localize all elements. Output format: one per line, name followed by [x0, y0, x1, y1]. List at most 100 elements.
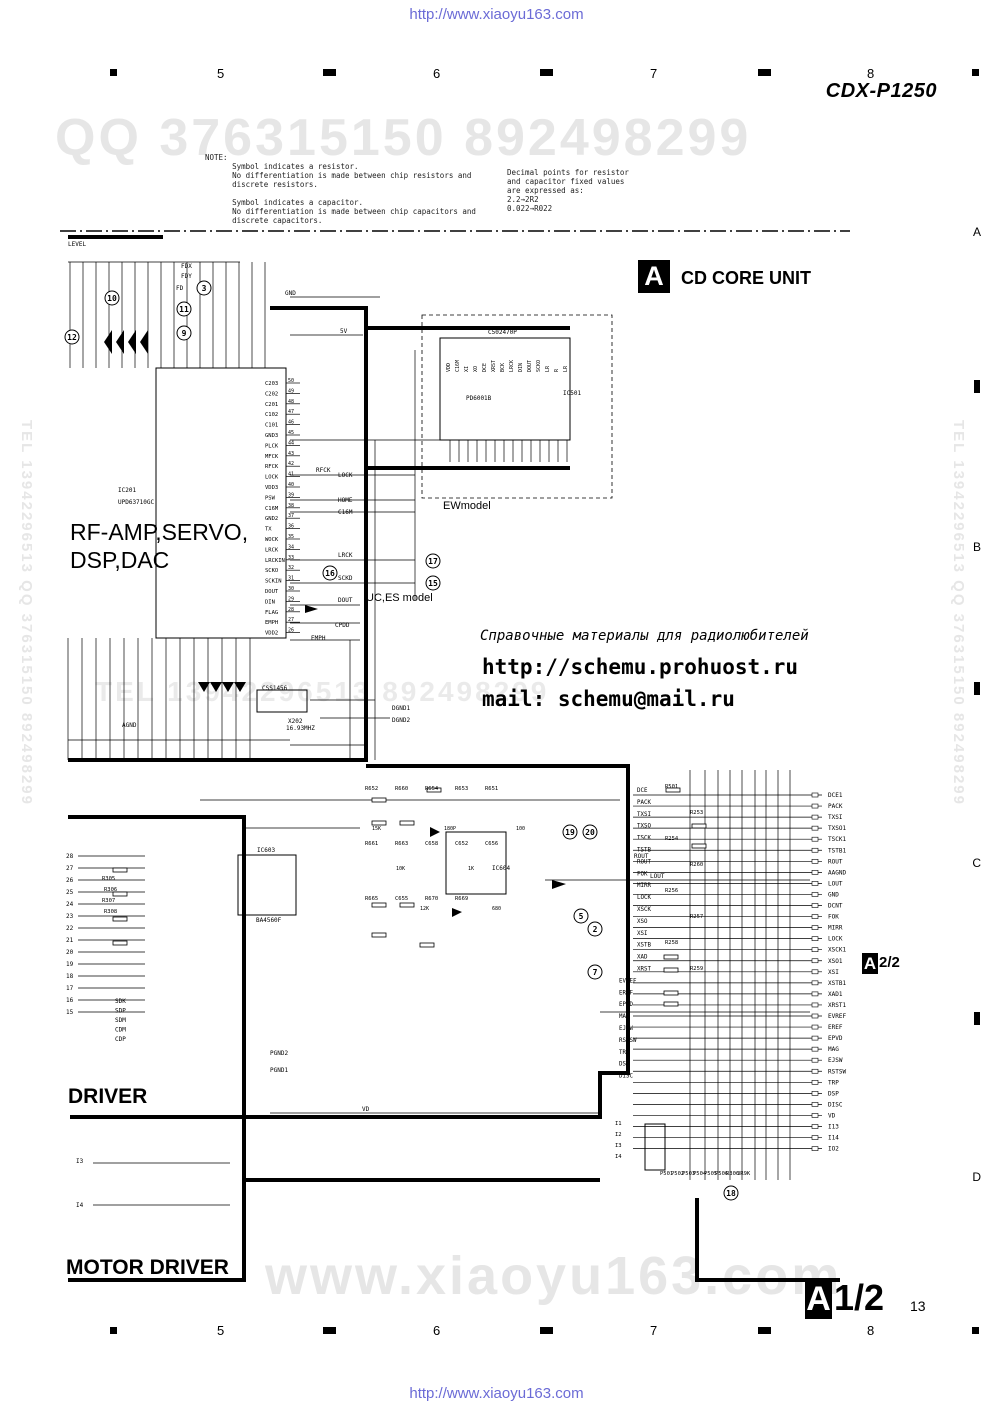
signal-label: XRST [637, 967, 651, 973]
ic-pin-number: 36 [288, 524, 294, 530]
opamp-ref: C655 [395, 896, 408, 902]
connector-pin-label: I14 [828, 1135, 839, 1142]
net-label-level: LEVEL [68, 241, 86, 248]
connector-pin-label: FOK [828, 914, 839, 921]
circled-reference-label: 9 [182, 329, 187, 338]
resistor-symbol [112, 867, 128, 873]
block-label-uc-es-model: UC,ES model [366, 592, 433, 604]
connector-pin-label: TSTB1 [828, 847, 846, 854]
signal-label: RSTSW [619, 1038, 637, 1044]
connector-pin [811, 836, 819, 842]
ic-pin-label: EMPH [265, 620, 278, 626]
net-label-five_v: 5V [340, 328, 348, 335]
ic-pin-label: LR [545, 365, 551, 372]
connector-pin [811, 991, 819, 997]
ic-pin-label: C16M [455, 360, 461, 372]
connector-pin [811, 914, 819, 919]
circled-reference [587, 964, 603, 980]
signal-label: MIRR [637, 883, 651, 889]
connector-pin-label: DCE1 [828, 792, 843, 799]
connector-pin-label: ROUT [828, 858, 843, 865]
sheet-fraction: 1/2 [834, 1277, 885, 1318]
connector-pin [811, 1135, 819, 1140]
component-label-x202_freq: 16.93MHZ [286, 725, 315, 732]
driver-pin-number: 22 [66, 925, 74, 932]
resistor-ref: R260 [690, 862, 703, 868]
resistor-ref: R501 [665, 784, 678, 790]
ic-pin-number: 42 [288, 461, 294, 467]
resistor-ref: R306 [104, 887, 117, 893]
component-label-ic201: IC201 [118, 487, 136, 494]
component-ref: P501 [660, 1171, 673, 1177]
connector-pin [811, 870, 819, 875]
connector-pin [811, 958, 819, 964]
net-label-agnd: AGND [122, 722, 137, 729]
opamp-ref: R663 [395, 841, 408, 847]
circled-reference-label: 16 [325, 569, 335, 578]
resistor-symbol [112, 916, 128, 922]
ic-pin-number: 34 [288, 544, 294, 550]
ic-pin-label: VDD [446, 363, 452, 372]
component-ref: R306 [726, 1171, 739, 1177]
note-symbols: NOTE: Symbol indicates a resistor. No di… [205, 153, 476, 225]
net-label-fd: FD [176, 285, 184, 292]
ic-pin-number: 33 [288, 555, 294, 561]
circled-reference-label: 19 [565, 828, 575, 837]
ic-pin-number: 46 [288, 420, 294, 426]
signal-label: XSO [637, 919, 648, 925]
resistor-symbol [371, 820, 387, 826]
ic-pin-number: 44 [288, 440, 294, 446]
connector-pin [811, 980, 819, 986]
signal-label: MAG [619, 1014, 630, 1020]
connector-pin-label: TSCK1 [828, 836, 846, 843]
component-label-x202: X202 [288, 718, 303, 725]
ic-pin-label: DCE [482, 363, 488, 372]
ic-pin-label: TX [265, 527, 272, 533]
column-number: 6 [433, 66, 441, 81]
watermark-top: QQ 376315150 892498299 [55, 109, 752, 167]
ic-pin-label: PSW [265, 495, 276, 501]
net-label-emph: EMPH [311, 635, 326, 642]
resistor-ref: R305 [102, 876, 115, 882]
opamp-ref: R661 [365, 841, 378, 847]
ic-pin-label: DIN [265, 599, 275, 605]
opamp-ref: C658 [425, 841, 438, 847]
circled-reference [196, 280, 212, 296]
connector-pin-label: I13 [828, 1124, 839, 1131]
connector-pin-label: XSI [828, 969, 839, 976]
resistor-symbol [112, 891, 128, 897]
source-url-bottom[interactable]: http://www.xiaoyu163.com [409, 1385, 584, 1402]
source-url-top[interactable]: http://www.xiaoyu163.com [409, 6, 584, 23]
connector-pin [811, 858, 819, 864]
component-ref: I1 [615, 1121, 622, 1127]
net-label-i4: I4 [76, 1202, 84, 1209]
circled-reference-label: 18 [726, 1189, 736, 1198]
ic-pin-label: PLCK [265, 443, 279, 449]
ad-site-url[interactable]: http://schemu.prohuost.ru [482, 655, 799, 679]
circled-reference-label: 17 [428, 557, 438, 566]
ad-email[interactable]: mail: schemu@mail.ru [482, 687, 735, 711]
driver-pin-number: 28 [66, 853, 74, 860]
watermark-bottom: www.xiaoyu163.com [265, 1246, 843, 1306]
component-ref: P503 [682, 1171, 695, 1177]
ic-pin-label: C102 [265, 412, 278, 418]
connector-pin-label: EVREF [828, 1013, 846, 1020]
driver-pin-number: 16 [66, 997, 74, 1004]
component-label-ic201_part: UPD63710GC [118, 499, 155, 506]
connector-pin-label: XSCK1 [828, 947, 846, 954]
connector-pin-label: TXSO1 [828, 825, 846, 832]
resistor-ref: R256 [665, 888, 678, 894]
block-label-motor-driver: MOTOR DRIVER [66, 1256, 229, 1279]
component-ref: 3R9K [737, 1171, 751, 1177]
net-label-sckd: SCKD [338, 575, 353, 582]
ic-pin-label: C16M [265, 506, 279, 512]
opamp-ref: C656 [485, 841, 498, 847]
resistor-symbol [691, 823, 707, 829]
row-letter: D [972, 1170, 981, 1184]
component-value: 680 [492, 906, 501, 912]
signal-label: XSCK [637, 907, 651, 913]
column-number: 7 [650, 66, 658, 81]
column-number: 5 [217, 66, 225, 81]
signal-label: EREF [619, 990, 633, 996]
